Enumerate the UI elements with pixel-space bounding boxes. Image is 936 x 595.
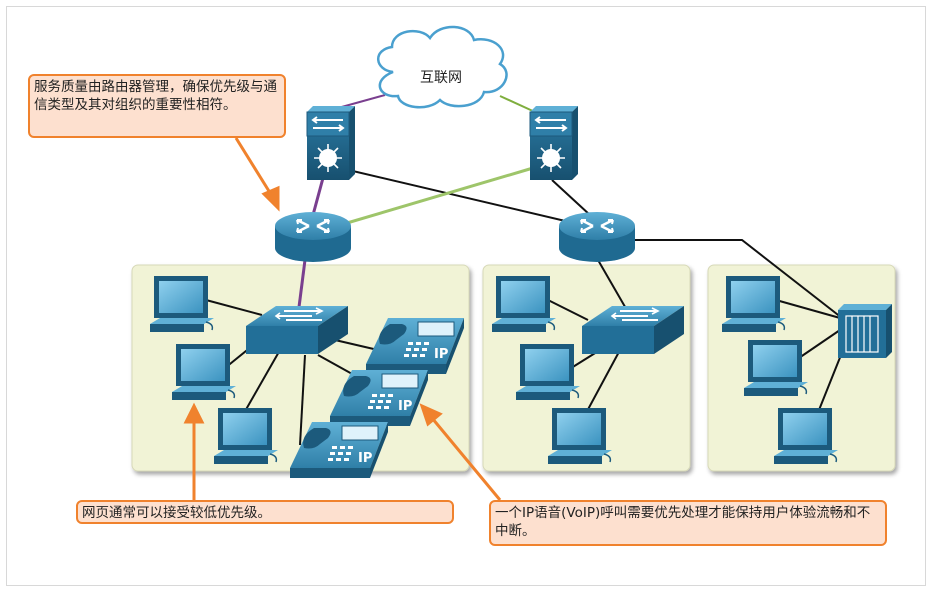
ip-phone-label: IP xyxy=(398,399,412,414)
pc[interactable] xyxy=(774,408,838,464)
router-right[interactable] xyxy=(559,212,635,262)
pc[interactable] xyxy=(492,276,556,332)
router-left[interactable] xyxy=(275,212,351,262)
ip-phone-label: IP xyxy=(434,347,448,362)
arrow-web-head xyxy=(183,402,205,424)
arrow-voip xyxy=(430,417,502,501)
link-router-right-server xyxy=(632,239,843,319)
link-cloud-mls-left xyxy=(337,94,386,109)
multilayer-switch-left[interactable] xyxy=(306,106,355,180)
switch-left[interactable] xyxy=(246,306,348,354)
link-router-left-switch-left xyxy=(296,259,307,316)
pc[interactable] xyxy=(744,340,808,396)
link-mls-left-router-left xyxy=(311,177,325,216)
callout-web-priority: 网页通常可以接受较低优先级。 xyxy=(76,500,454,524)
ip-phone-label: IP xyxy=(358,451,372,466)
pcs xyxy=(150,276,838,464)
callout-arrows xyxy=(183,137,502,501)
ip-phone[interactable]: IP xyxy=(330,370,428,426)
arrow-qos xyxy=(234,137,274,197)
link-mls-right-router-right xyxy=(551,179,591,216)
link-mls-right-router-left xyxy=(329,166,534,230)
link-cloud-mls-right xyxy=(499,95,536,113)
ip-phone[interactable]: IP xyxy=(366,318,464,374)
pc[interactable] xyxy=(214,408,278,464)
cloud-label: 互联网 xyxy=(420,70,462,86)
link-mls-left-router-right xyxy=(339,167,596,229)
switch-middle[interactable] xyxy=(582,306,684,354)
server[interactable] xyxy=(838,304,892,358)
arrow-voip-head xyxy=(419,403,443,427)
callout-voip-priority: 一个IP语音(VoIP)呼叫需要优先处理才能保持用户体验流畅和不中断。 xyxy=(489,500,887,546)
multilayer-switch-right[interactable] xyxy=(529,106,578,180)
link-router-right-switch-middle xyxy=(597,259,629,313)
pc[interactable] xyxy=(172,344,236,400)
pc[interactable] xyxy=(150,276,214,332)
arrow-qos-head xyxy=(261,185,280,212)
internet-cloud: 互联网 xyxy=(377,25,508,109)
pc[interactable] xyxy=(722,276,786,332)
pc[interactable] xyxy=(548,408,612,464)
ip-phones: IP IP IP xyxy=(290,318,464,478)
ip-phone[interactable]: IP xyxy=(290,422,388,478)
pc[interactable] xyxy=(516,344,580,400)
callout-qos: 服务质量由路由器管理，确保优先级与通信类型及其对组织的重要性相符。 xyxy=(28,74,286,138)
